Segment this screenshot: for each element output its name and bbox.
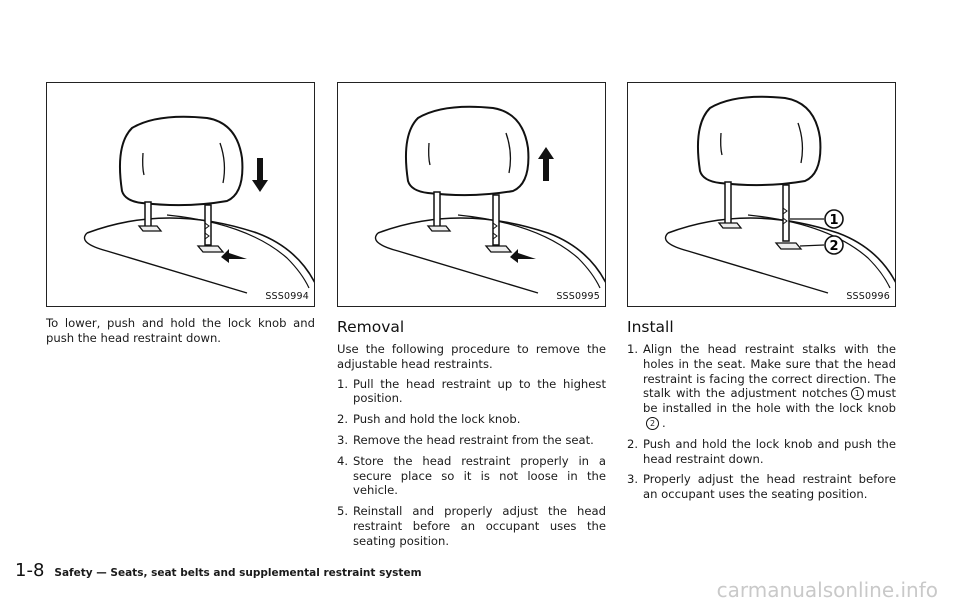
figure-lowering-head-restraint: SSS0994	[46, 82, 315, 307]
install-heading: Install	[627, 318, 674, 336]
figure-code: SSS0995	[556, 291, 600, 302]
list-item: 1.Pull the head restraint up to the high…	[337, 376, 606, 406]
callout-1-icon	[824, 209, 844, 229]
figure-raising-head-restraint: SSS0995	[337, 82, 606, 307]
list-item: 1.Align the head restraint stalks with t…	[627, 342, 896, 430]
figure-installing-head-restraint: 1 2 SSS0996	[627, 82, 896, 307]
removal-steps: 1.Pull the head restraint up to the high…	[337, 377, 606, 549]
callout-1-label: 1	[829, 213, 838, 228]
removal-heading: Removal	[337, 318, 405, 336]
watermark: carmanualsonline.info	[716, 578, 938, 602]
removal-intro: Use the following procedure to remove th…	[337, 342, 606, 371]
callout-2-icon	[824, 235, 844, 255]
list-item: 3.Remove the head restraint from the sea…	[337, 432, 594, 447]
page-number: 1-8	[15, 560, 45, 581]
callout-1-icon: 1	[850, 387, 864, 401]
section-title: Safety — Seats, seat belts and supplemen…	[54, 567, 422, 579]
head-restraint-install-illustration: 1 2	[664, 95, 895, 294]
page-footer: 1-8 Safety — Seats, seat belts and suppl…	[15, 560, 422, 581]
callout-2-icon: 2	[646, 416, 659, 430]
column-2: SSS0995 Removal Use the following proced…	[337, 82, 606, 555]
list-item: 5.Reinstall and properly adjust the head…	[337, 504, 606, 548]
figure-code: SSS0994	[265, 291, 309, 302]
lowering-instruction: To lower, push and hold the lock knob an…	[46, 316, 315, 345]
list-item: 3.Properly adjust the head restraint bef…	[627, 472, 896, 502]
install-steps: 1.Align the head restraint stalks with t…	[627, 342, 896, 502]
column-3: 1 2 SSS0996 Install 1.Align the head res…	[627, 82, 896, 508]
head-restraint-lower-illustration	[83, 115, 314, 294]
list-item: 4.Store the head restraint properly in a…	[337, 453, 606, 498]
column-1: SSS0994 To lower, push and hold the lock…	[46, 82, 315, 346]
list-item: 2.Push and hold the lock knob and push t…	[627, 436, 896, 466]
list-item: 2.Push and hold the lock knob.	[337, 412, 521, 427]
figure-code: SSS0996	[846, 291, 890, 302]
callout-2-label: 2	[829, 239, 838, 254]
head-restraint-remove-illustration	[374, 105, 605, 294]
